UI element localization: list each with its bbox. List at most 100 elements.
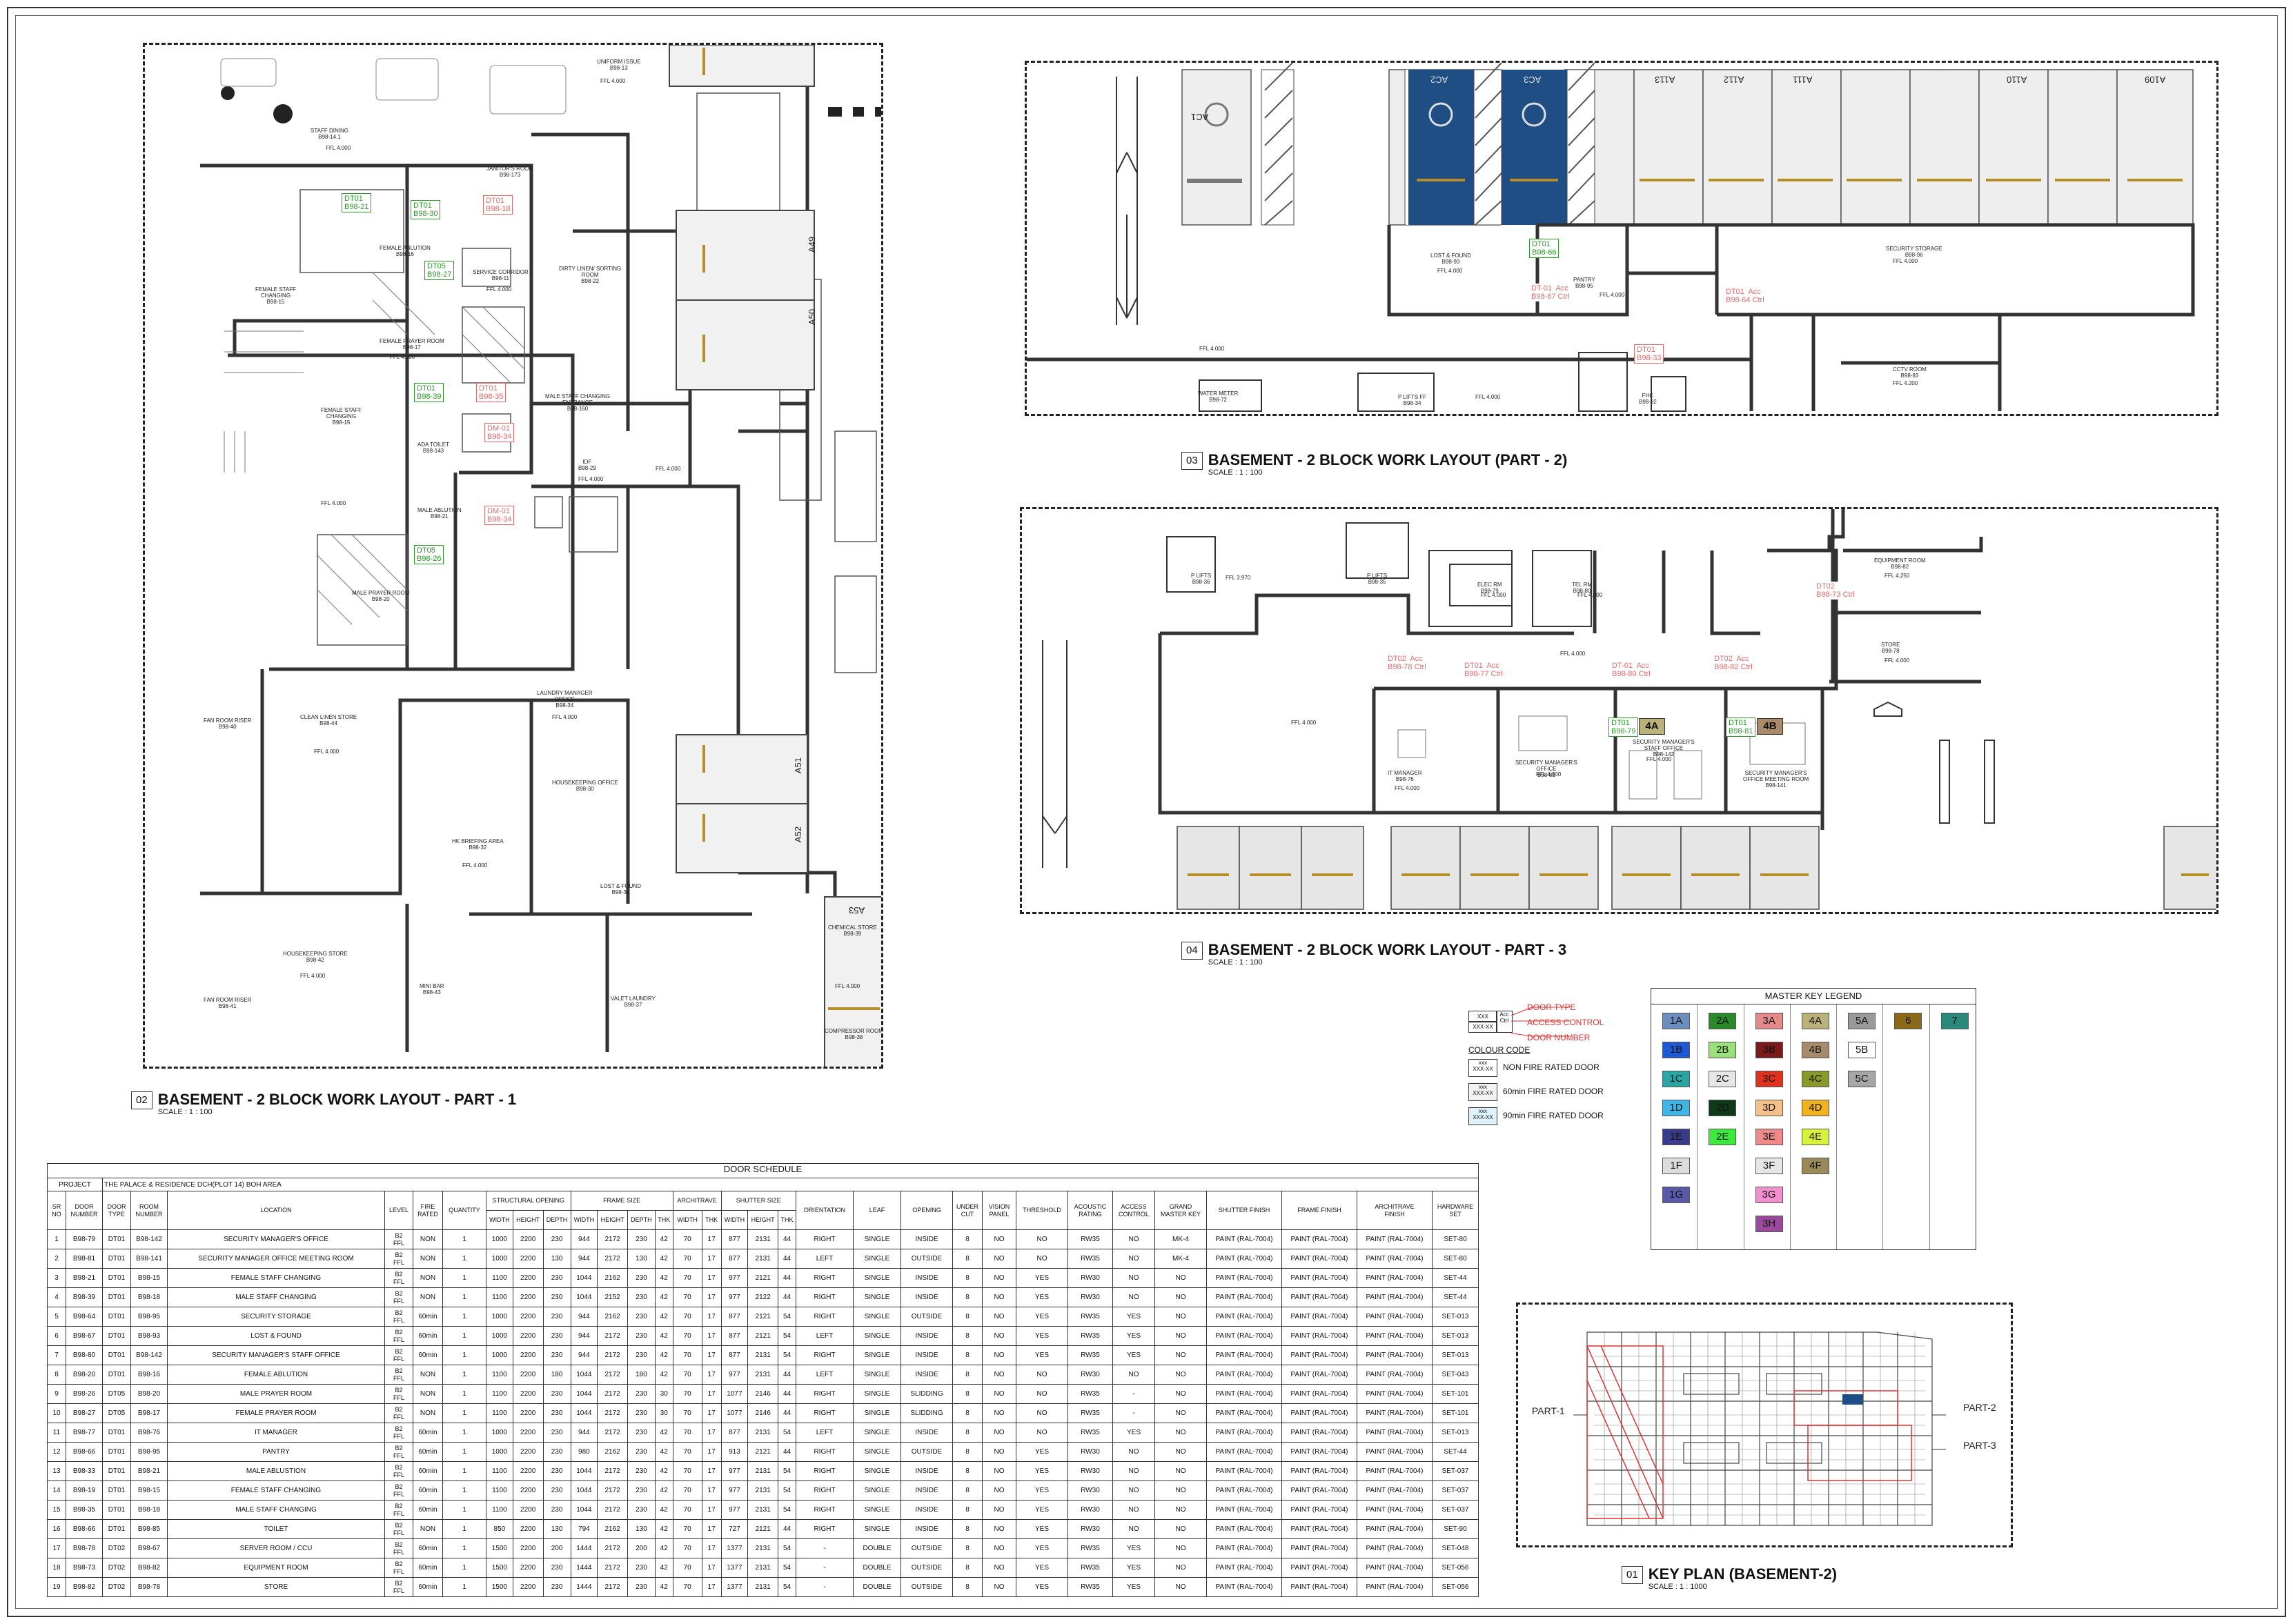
ffl-level: FFL 4.000 bbox=[835, 983, 860, 989]
table-cell: 230 bbox=[627, 1442, 656, 1462]
table-cell: DT02 bbox=[102, 1577, 131, 1597]
table-cell: NO bbox=[1016, 1249, 1068, 1269]
master-key-swatch: 4C bbox=[1801, 1071, 1829, 1087]
table-cell: TOILET bbox=[167, 1519, 385, 1539]
drawing-title: BASEMENT - 2 BLOCK WORK LAYOUT (PART - 2… bbox=[1208, 451, 1568, 468]
table-cell: FEMALE PRAYER ROOM bbox=[167, 1403, 385, 1423]
room-label: IDF B98-29 bbox=[578, 459, 596, 471]
plan-part-2-drawing bbox=[1027, 63, 2195, 412]
table-cell: 17 bbox=[701, 1442, 722, 1462]
table-cell: 2146 bbox=[747, 1384, 779, 1404]
table-cell: B98-142 bbox=[130, 1345, 168, 1365]
table-cell: PAINT (RAL-7004) bbox=[1357, 1500, 1433, 1520]
table-cell: 14 bbox=[47, 1481, 66, 1501]
ffl-level: FFL 4.000 bbox=[1646, 756, 1672, 762]
table-cell: SET-056 bbox=[1432, 1558, 1479, 1578]
table-cell: - bbox=[796, 1558, 854, 1578]
table-cell: 230 bbox=[542, 1326, 571, 1346]
room-label: JANITOR'S ROOM B98-173 bbox=[486, 166, 534, 178]
room-label: ELEC RM B98-79 bbox=[1477, 582, 1502, 594]
table-cell: SINGLE bbox=[853, 1423, 901, 1443]
col-header: DEPTH bbox=[542, 1210, 571, 1230]
table-cell: 42 bbox=[654, 1268, 673, 1288]
table-cell: INSIDE bbox=[901, 1268, 953, 1288]
table-cell: 8 bbox=[952, 1384, 983, 1404]
table-cell: SECURITY MANAGER OFFICE MEETING ROOM bbox=[167, 1249, 385, 1269]
col-header: WIDTH bbox=[720, 1210, 749, 1230]
table-cell: NO bbox=[1112, 1481, 1155, 1501]
title-part-3: 04 BASEMENT - 2 BLOCK WORK LAYOUT - PART… bbox=[1181, 942, 1566, 967]
ffl-level: FFL 4.000 bbox=[600, 78, 626, 84]
key-plan-label: PART-2 bbox=[1963, 1402, 1996, 1413]
room-label: P LIFTS B98-35 bbox=[1367, 573, 1388, 585]
table-cell: DOUBLE bbox=[853, 1538, 901, 1558]
legend-column: 7 bbox=[1930, 1004, 1976, 1249]
master-key-swatch: 4A bbox=[1801, 1013, 1829, 1029]
master-key-badge: 4B bbox=[1757, 718, 1783, 735]
ffl-level: FFL 4.000 bbox=[462, 862, 488, 869]
table-cell: B98-64 bbox=[66, 1307, 103, 1327]
table-cell: 70 bbox=[672, 1345, 702, 1365]
table-cell: 980 bbox=[570, 1442, 598, 1462]
table-cell: 130 bbox=[542, 1249, 571, 1269]
table-cell: 60min bbox=[413, 1423, 443, 1443]
table-cell: 2172 bbox=[597, 1500, 628, 1520]
table-cell: RW35 bbox=[1067, 1577, 1113, 1597]
table-cell: B98-18 bbox=[130, 1287, 168, 1307]
table-cell: 230 bbox=[542, 1577, 571, 1597]
table-cell: 230 bbox=[542, 1307, 571, 1327]
drawing-scale: SCALE : 1 : 100 bbox=[1208, 958, 1263, 967]
table-cell: 3 bbox=[47, 1268, 66, 1288]
col-header: FIRE RATED bbox=[413, 1191, 443, 1230]
table-cell: 42 bbox=[654, 1442, 673, 1462]
table-cell: 1100 bbox=[486, 1287, 513, 1307]
table-cell: SET-013 bbox=[1432, 1423, 1479, 1443]
table-cell: 130 bbox=[627, 1519, 656, 1539]
col-header: THK bbox=[701, 1210, 722, 1230]
table-cell: 1077 bbox=[720, 1384, 749, 1404]
table-cell: 1000 bbox=[486, 1307, 513, 1327]
table-cell: B2 FFL bbox=[384, 1365, 413, 1385]
drawing-title: KEY PLAN (BASEMENT-2) bbox=[1648, 1565, 1838, 1583]
table-cell: INSIDE bbox=[901, 1229, 953, 1249]
colour-code-title: COLOUR CODE bbox=[1468, 1045, 1531, 1055]
table-cell: 180 bbox=[627, 1365, 656, 1385]
table-cell: 2121 bbox=[747, 1307, 779, 1327]
table-cell: RW30 bbox=[1067, 1365, 1113, 1385]
table-cell: RIGHT bbox=[796, 1287, 854, 1307]
room-label: SECURITY MANAGER'S OFFICE B98-81 bbox=[1515, 760, 1577, 778]
table-cell: NO bbox=[1154, 1384, 1207, 1404]
table-cell: 15 bbox=[47, 1500, 66, 1520]
room-label: FHC B98-92 bbox=[1639, 393, 1657, 405]
table-cell: 850 bbox=[486, 1519, 513, 1539]
table-cell: 42 bbox=[654, 1519, 673, 1539]
table-cell: 2131 bbox=[747, 1229, 779, 1249]
master-key-swatch: 3C bbox=[1755, 1071, 1783, 1087]
table-cell: NO bbox=[982, 1442, 1016, 1462]
room-label: UNIFORM ISSUE B98-13 bbox=[597, 59, 641, 71]
table-cell: 2200 bbox=[512, 1500, 544, 1520]
door-schedule-title: DOOR SCHEDULE bbox=[47, 1163, 1479, 1178]
table-cell: 1000 bbox=[486, 1229, 513, 1249]
table-cell: B2 FFL bbox=[384, 1326, 413, 1346]
table-cell: PANTRY bbox=[167, 1442, 385, 1462]
table-cell: NO bbox=[1016, 1365, 1068, 1385]
table-cell: 17 bbox=[701, 1423, 722, 1443]
master-key-swatch: 3H bbox=[1755, 1216, 1783, 1232]
table-cell: 2200 bbox=[512, 1365, 544, 1385]
table-cell: 70 bbox=[672, 1326, 702, 1346]
table-cell: 1444 bbox=[570, 1538, 598, 1558]
table-cell: 70 bbox=[672, 1461, 702, 1481]
table-cell: B98-78 bbox=[66, 1538, 103, 1558]
table-cell: PAINT (RAL-7004) bbox=[1281, 1326, 1357, 1346]
project-name: THE PALACE & RESIDENCE DCH(PLOT 14) BOH … bbox=[102, 1178, 1479, 1191]
table-cell: 1044 bbox=[570, 1403, 598, 1423]
table-cell: 230 bbox=[627, 1461, 656, 1481]
table-cell: 1500 bbox=[486, 1577, 513, 1597]
table-cell: NO bbox=[1112, 1268, 1155, 1288]
table-cell: DT01 bbox=[102, 1326, 131, 1346]
table-cell: MALE PRAYER ROOM bbox=[167, 1384, 385, 1404]
table-cell: PAINT (RAL-7004) bbox=[1206, 1307, 1282, 1327]
